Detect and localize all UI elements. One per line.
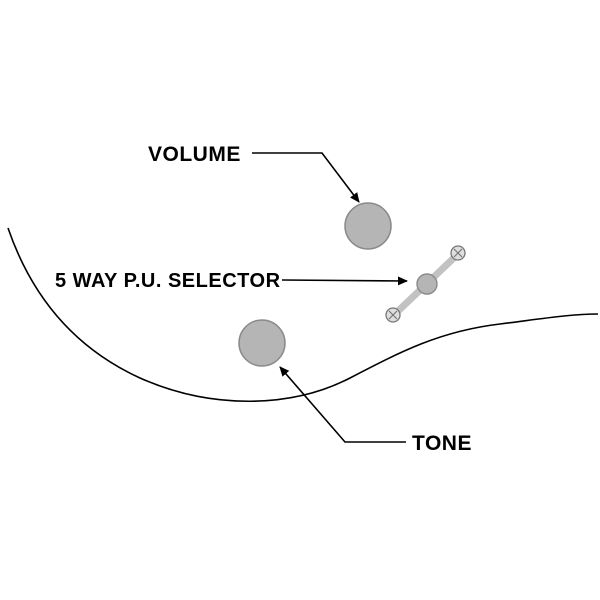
tone-label: TONE bbox=[412, 432, 472, 455]
guitar-body-outline bbox=[7, 227, 599, 402]
screw-icon bbox=[450, 245, 466, 261]
screw-icon bbox=[385, 307, 401, 323]
tone-knob bbox=[238, 319, 286, 367]
tone-leader-line bbox=[279, 366, 406, 443]
volume-knob bbox=[344, 202, 392, 250]
volume-label: VOLUME bbox=[148, 143, 241, 166]
selector-leader-line bbox=[281, 276, 408, 286]
selector-label: 5 WAY P.U. SELECTOR bbox=[55, 270, 281, 292]
volume-leader-line bbox=[252, 152, 360, 203]
selector-hub bbox=[416, 273, 438, 295]
pickup-selector-switch bbox=[385, 245, 466, 323]
